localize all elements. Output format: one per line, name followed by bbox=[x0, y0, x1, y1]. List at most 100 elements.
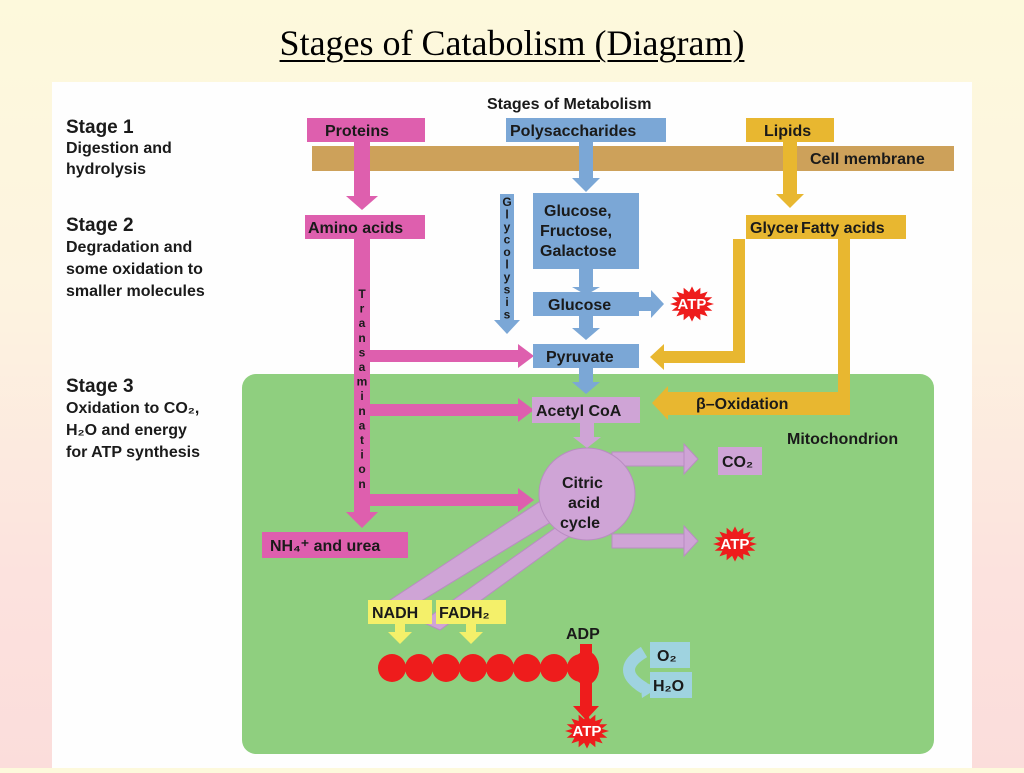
transamination-letter: s bbox=[359, 345, 366, 359]
nadh-box bbox=[368, 600, 432, 624]
etc-complex bbox=[486, 654, 514, 682]
cell-membrane-label: Cell membrane bbox=[810, 151, 925, 168]
glycolysis-letter: i bbox=[505, 295, 508, 309]
fatty-acids-label: Fatty acids bbox=[801, 220, 885, 237]
pyruvate-label: Pyruvate bbox=[546, 349, 614, 366]
transamination-arrow bbox=[346, 239, 534, 528]
o2-box bbox=[650, 642, 690, 668]
starburst-shape bbox=[565, 713, 609, 749]
adp-to-atp-arrow bbox=[573, 644, 599, 720]
lipids-box bbox=[746, 118, 834, 142]
monosaccharides-label-3: Galactose bbox=[540, 243, 617, 260]
fadh2-arrow bbox=[459, 624, 483, 644]
diagram-panel: Mitochondrion Stages of Metabolism Stage… bbox=[52, 82, 972, 768]
amino-acids-box bbox=[305, 215, 425, 239]
glycolysis-letter: s bbox=[504, 308, 511, 322]
monosaccharides-label-2: Fructose, bbox=[540, 223, 612, 240]
acetyl-to-cycle-arrow bbox=[573, 423, 601, 448]
fadh2-label: FADH₂ bbox=[439, 605, 490, 622]
glycolysis-arrow bbox=[494, 194, 520, 334]
starburst-shape bbox=[713, 526, 757, 562]
catabolism-diagram: Mitochondrion Stages of Metabolism Stage… bbox=[66, 96, 954, 754]
svg-text:Degradation and: Degradation and bbox=[66, 239, 192, 256]
lipids-label: Lipids bbox=[764, 123, 811, 140]
atp-label: ATP bbox=[573, 723, 602, 740]
polysaccharides-box bbox=[506, 118, 666, 142]
glycolysis-letter: y bbox=[504, 270, 511, 284]
polysaccharides-label: Polysaccharides bbox=[510, 123, 636, 140]
monosaccharides-box bbox=[533, 193, 639, 269]
fatty-acids-box bbox=[798, 215, 906, 239]
svg-text:Stage 2: Stage 2 bbox=[66, 215, 134, 236]
monosaccharides-label-1: Glucose, bbox=[544, 203, 612, 220]
transamination-letter: r bbox=[360, 302, 365, 316]
glycolysis-letter: G bbox=[502, 195, 511, 209]
nh4-urea-box bbox=[262, 532, 408, 558]
glucose-to-atp-arrow bbox=[639, 290, 664, 318]
transamination-letter: i bbox=[360, 448, 363, 462]
glycolysis-letter: y bbox=[504, 220, 511, 234]
glycolysis-letter: l bbox=[505, 208, 508, 222]
stage-3-label: Stage 3 Oxidation to CO₂, H₂O and energy… bbox=[66, 376, 200, 461]
transamination-letter: i bbox=[360, 389, 363, 403]
transamination-letter: n bbox=[358, 404, 365, 418]
co2-label: CO₂ bbox=[722, 454, 753, 471]
glycolysis-letter: c bbox=[504, 233, 511, 247]
glucose-label: Glucose bbox=[548, 297, 611, 314]
glycolysis-letter: o bbox=[503, 245, 510, 259]
transamination-letter: T bbox=[358, 287, 366, 301]
svg-text:H₂O and energy: H₂O and energy bbox=[66, 422, 187, 439]
etc-complex bbox=[432, 654, 460, 682]
proteins-label: Proteins bbox=[325, 123, 389, 140]
atp-burst-glycolysis: ATP bbox=[670, 286, 714, 322]
glycerol-to-pyruvate-arrow bbox=[650, 239, 745, 370]
transamination-letter: n bbox=[358, 331, 365, 345]
h2o-label: H₂O bbox=[653, 678, 684, 695]
svg-text:Stage 3: Stage 3 bbox=[66, 376, 134, 397]
nadh-arrow bbox=[388, 624, 412, 644]
stage-2-label: Stage 2 Degradation and some oxidation t… bbox=[66, 215, 205, 300]
co2-box bbox=[718, 447, 762, 475]
citric-label-3: cycle bbox=[560, 515, 600, 532]
svg-text:Digestion and: Digestion and bbox=[66, 140, 172, 157]
etc-complex bbox=[513, 654, 541, 682]
adp-label: ADP bbox=[566, 626, 600, 643]
atp-burst-oxphos: ATP bbox=[565, 713, 609, 749]
h2o-box bbox=[650, 672, 692, 698]
mitochondrion-label: Mitochondrion bbox=[787, 431, 898, 448]
proteins-box bbox=[307, 118, 425, 142]
transamination-letter: o bbox=[358, 462, 365, 476]
acetyl-coa-box bbox=[532, 397, 640, 423]
fadh2-box bbox=[436, 600, 506, 624]
lipids-arrow bbox=[776, 142, 804, 208]
etc-complex bbox=[405, 654, 433, 682]
transamination-letter: a bbox=[359, 360, 366, 374]
pyruvate-box bbox=[533, 344, 639, 368]
o2-label: O₂ bbox=[657, 648, 677, 665]
nadh-label: NADH bbox=[372, 605, 418, 622]
transamination-letter: a bbox=[359, 316, 366, 330]
atp-label: ATP bbox=[721, 536, 750, 553]
diagram-heading: Stages of Metabolism bbox=[487, 96, 651, 113]
citric-label-2: acid bbox=[568, 495, 600, 512]
svg-text:smaller molecules: smaller molecules bbox=[66, 283, 205, 300]
acetyl-coa-label: Acetyl CoA bbox=[536, 403, 622, 420]
glucose-to-pyruvate-arrow bbox=[572, 316, 600, 340]
polysaccharides-arrow bbox=[572, 142, 600, 192]
citric-label-1: Citric bbox=[562, 475, 603, 492]
cell-membrane-band bbox=[312, 146, 954, 171]
svg-text:some oxidation to: some oxidation to bbox=[66, 261, 203, 278]
amino-acids-label: Amino acids bbox=[308, 220, 403, 237]
svg-text:for ATP synthesis: for ATP synthesis bbox=[66, 444, 200, 461]
etc-complex bbox=[540, 654, 568, 682]
svg-text:Oxidation to CO₂,: Oxidation to CO₂, bbox=[66, 400, 199, 417]
transamination-letter: a bbox=[359, 418, 366, 432]
transamination-letter: n bbox=[358, 477, 365, 491]
etc-complex bbox=[378, 654, 406, 682]
glycolysis-letter: s bbox=[504, 283, 511, 297]
glycolysis-letter: l bbox=[505, 258, 508, 272]
svg-text:Stage 1: Stage 1 bbox=[66, 117, 134, 138]
glucose-box bbox=[533, 292, 639, 316]
